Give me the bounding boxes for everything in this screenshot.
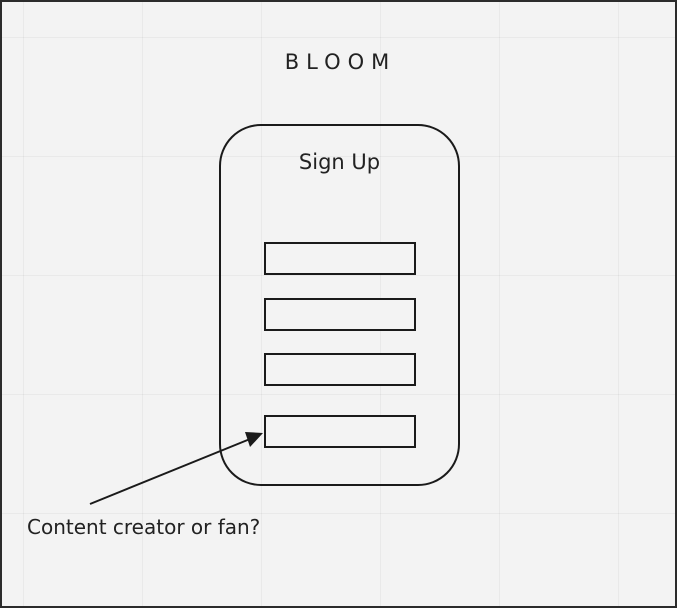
role-annotation: Content creator or fan? bbox=[27, 515, 261, 539]
signup-field-2[interactable] bbox=[264, 298, 416, 331]
signup-field-3[interactable] bbox=[264, 353, 416, 386]
signup-heading: Sign Up bbox=[298, 150, 381, 174]
signup-field-1[interactable] bbox=[264, 242, 416, 275]
phone-frame bbox=[219, 124, 460, 486]
role-select-field[interactable] bbox=[264, 415, 416, 448]
brand-title: BLOOM bbox=[284, 50, 397, 74]
